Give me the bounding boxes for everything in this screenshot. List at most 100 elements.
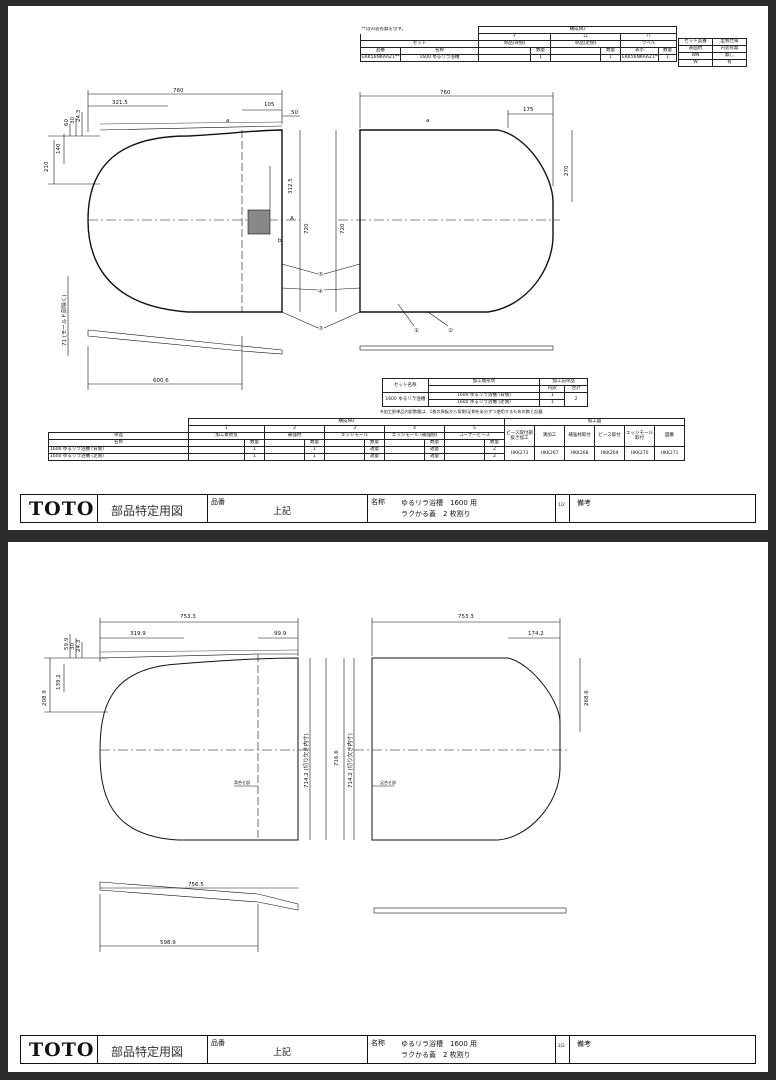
label-b: b [278, 238, 282, 244]
comp-k3: エッジモール [324, 432, 385, 440]
dim-312: 312.5 [288, 178, 294, 194]
circle-2: ② [448, 327, 453, 334]
comp-mizo: 溝加工 [534, 425, 566, 447]
doc-type: 部品特定用図 [111, 504, 184, 518]
spec-v2b: 有 [712, 59, 747, 67]
name-line1-2: ゆるリラ浴槽 1600 用 [401, 1040, 478, 1048]
label-foot-joint: 足合せ部 [380, 779, 396, 785]
circle-4: ④ [318, 289, 323, 295]
dim-175: 175 [523, 107, 534, 113]
comp-row1-name: 1600 ゆるリラ浴槽 (背側) [48, 446, 189, 454]
dim-24: 24.3 [76, 109, 82, 122]
dim-720b: 720 [340, 223, 346, 234]
comp-hokyo-tori: 補強材取付 [564, 425, 596, 447]
mid-set-name: セット名称 [382, 378, 429, 393]
side-profile-right-2 [373, 907, 567, 914]
drawing-sheet-1: **は内装有無を示す。 構成NO イ ロ ハ セット 単品(背側) 単品(足側)… [8, 6, 768, 530]
mid-note: ※加工前単品内訳数量は、1枚の原板から背側/足側を半分ずつ使用するための数と記載 [380, 409, 543, 414]
comp-tanpin: 単品 [48, 432, 189, 440]
set-note: **は内装有無を示す。 [361, 27, 407, 33]
left-lid-outline [87, 129, 283, 313]
comp-z3: HKK268 [564, 446, 596, 461]
side-profile-right [359, 345, 554, 351]
mid-q1: 1 [539, 392, 566, 400]
comp-z4: HKK269 [594, 446, 626, 461]
dim-720a: 720 [304, 223, 310, 234]
hinban-label: 品番 [211, 498, 225, 506]
comp-c5: 5 [443, 425, 506, 433]
components-table: 構成NO 加工図 1 2 3 4 5 ビース取付部抜き加工 溝加工 補強材取付 … [48, 418, 686, 461]
hatched-area [247, 209, 271, 235]
mid-q3: 2 [564, 392, 588, 407]
side-profile-left-2 [99, 881, 299, 911]
comp-suryo-4: 数量 [424, 439, 445, 447]
dim2-139: 139.2 [56, 674, 62, 690]
mid-kako: 加工後形状 [427, 378, 541, 386]
right-lid-outline-2 [371, 657, 561, 841]
comp-r2-q2: 1 [304, 453, 325, 461]
comp-c3: 3 [324, 425, 385, 433]
name-label: 名称 [371, 498, 385, 506]
dim2-59: 59.9 [64, 637, 70, 650]
comp-r1-q5: 2 [483, 446, 506, 454]
comp-r2-q5: 2 [483, 453, 506, 461]
biko-label: 備考 [577, 499, 591, 507]
comp-z6: HKK271 [654, 446, 686, 461]
mid-uchi: 内訳 [539, 385, 566, 393]
dim-270: 270 [564, 165, 570, 176]
mid-sub2: 1600 ゆるリラ浴槽 (足側) [427, 399, 541, 407]
comp-z5: HKK270 [624, 446, 656, 461]
biko-label-2: 備考 [577, 1040, 591, 1048]
dim-50: 50 [291, 110, 298, 116]
hinban-value: 上記 [273, 507, 292, 517]
comp-edge-tori: エッジモール取付 [624, 425, 656, 447]
comp-r1-q1: 1 [244, 446, 265, 454]
dim-600: 600.6 [153, 378, 169, 384]
comp-row2-name: 1600 ゆるリラ浴槽 (足側) [48, 453, 189, 461]
comp-name-hdr: 名称 [48, 439, 189, 447]
mid-row1: 1600 ゆるリラ浴槽 [382, 392, 429, 407]
comp-kousei: 構成NO [187, 418, 506, 426]
comp-r1-q4: 適量 [424, 446, 445, 454]
lid-drawing-2: 753.3 319.9 99.9 753.3 174.2 268.6 208.9… [42, 614, 590, 952]
comp-suryo-1: 数量 [244, 439, 265, 447]
dim2-24: 24.3 [76, 639, 82, 652]
dim2-30: 30 [70, 643, 76, 650]
row-q3: 1 [657, 54, 678, 62]
comp-z2: HKK267 [534, 446, 566, 461]
dim2-99: 99.9 [274, 631, 287, 637]
dim2-174: 174.2 [528, 631, 544, 637]
name-label-2: 名称 [371, 1039, 385, 1047]
doc-type-2: 部品特定用図 [111, 1045, 184, 1059]
comp-r1-q2: 1 [304, 446, 325, 454]
dim-60: 60 [64, 119, 70, 126]
comp-bead-tori: ビース取付 [594, 425, 626, 447]
comp-r2-q4: 適量 [424, 453, 445, 461]
comp-suryo-2: 数量 [304, 439, 325, 447]
dim-140: 140 [56, 143, 62, 154]
label-back-joint: 背合せ部 [234, 779, 250, 785]
dim2-319: 319.9 [130, 631, 146, 637]
comp-z1: HKK273 [504, 446, 536, 461]
right-lid-outline [359, 129, 554, 313]
name-line2: ラクかる蓋 2 枚割り [401, 510, 471, 518]
mid-kako-tanpin: 加工前単品 [539, 378, 588, 386]
dim2-753-right: 753.3 [458, 614, 474, 620]
dim2-598: 598.9 [160, 940, 176, 946]
page-number-2: 2/2 [558, 1043, 565, 1048]
dim2-208: 208.9 [42, 690, 48, 706]
name-line2-2: ラクかる蓋 2 枚割り [401, 1051, 471, 1059]
page-number: 1/2 [558, 502, 565, 507]
hinban-value-2: 上記 [273, 1048, 292, 1058]
toto-logo: TOTO [29, 498, 95, 520]
dim-760-right: 760 [440, 90, 451, 96]
toto-logo-2: TOTO [29, 1039, 95, 1061]
comp-bead-kako: ビース取付部抜き加工 [504, 425, 536, 447]
comp-r2-q3: 適量 [364, 453, 385, 461]
circle-3: ③ [318, 326, 323, 332]
set-table: **は内装有無を示す。 構成NO イ ロ ハ セット 単品(背側) 単品(足側)… [360, 26, 678, 62]
left-lid-outline-2 [99, 657, 299, 841]
mid-gokei: 合計 [564, 385, 588, 393]
